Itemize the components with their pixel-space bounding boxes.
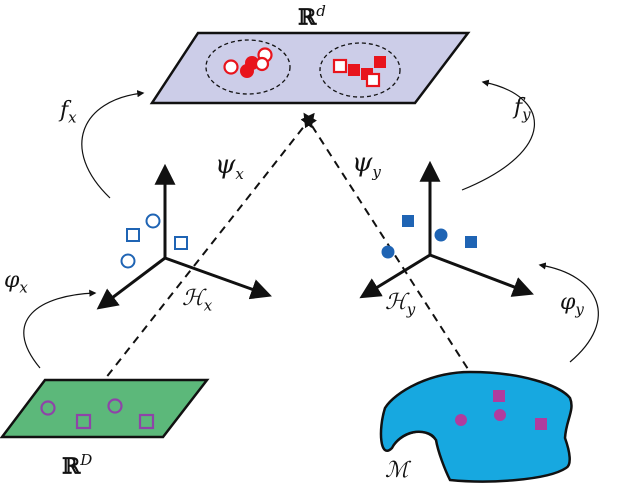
phi-x-arrow xyxy=(23,289,97,369)
magenta-points xyxy=(455,390,547,430)
h-x-label: ℋx xyxy=(182,286,213,315)
psi-x-dashed-line xyxy=(89,112,315,399)
input-space-plane xyxy=(0,378,210,439)
top-space-label: ℝd xyxy=(298,2,326,31)
right-axes xyxy=(359,160,534,299)
input-space-label: ℝD xyxy=(62,451,93,480)
red-circles xyxy=(223,47,273,78)
blue-points-left xyxy=(120,213,188,269)
cluster-right-ellipse xyxy=(319,42,401,98)
f-y-label: fy xyxy=(514,95,531,124)
purple-points xyxy=(40,398,155,430)
manifold-label: ℳ xyxy=(385,458,409,483)
blue-points-right xyxy=(381,215,477,259)
f-y-arrow xyxy=(461,79,535,191)
h-y-label: ℋy xyxy=(385,290,416,319)
f-x-label: fx xyxy=(60,98,77,127)
f-x-arrow xyxy=(81,90,145,199)
top-plane xyxy=(149,31,471,105)
psi-y-label: ψy xyxy=(352,148,381,182)
phi-x-label: φx xyxy=(4,268,28,297)
phi-y-arrow xyxy=(538,262,599,363)
phi-y-label: φy xyxy=(560,290,584,319)
manifold-surface xyxy=(379,370,573,483)
left-axes xyxy=(96,163,272,310)
red-squares xyxy=(332,56,386,88)
cluster-left-ellipse xyxy=(205,39,291,95)
psi-x-label: ψx xyxy=(215,150,244,184)
